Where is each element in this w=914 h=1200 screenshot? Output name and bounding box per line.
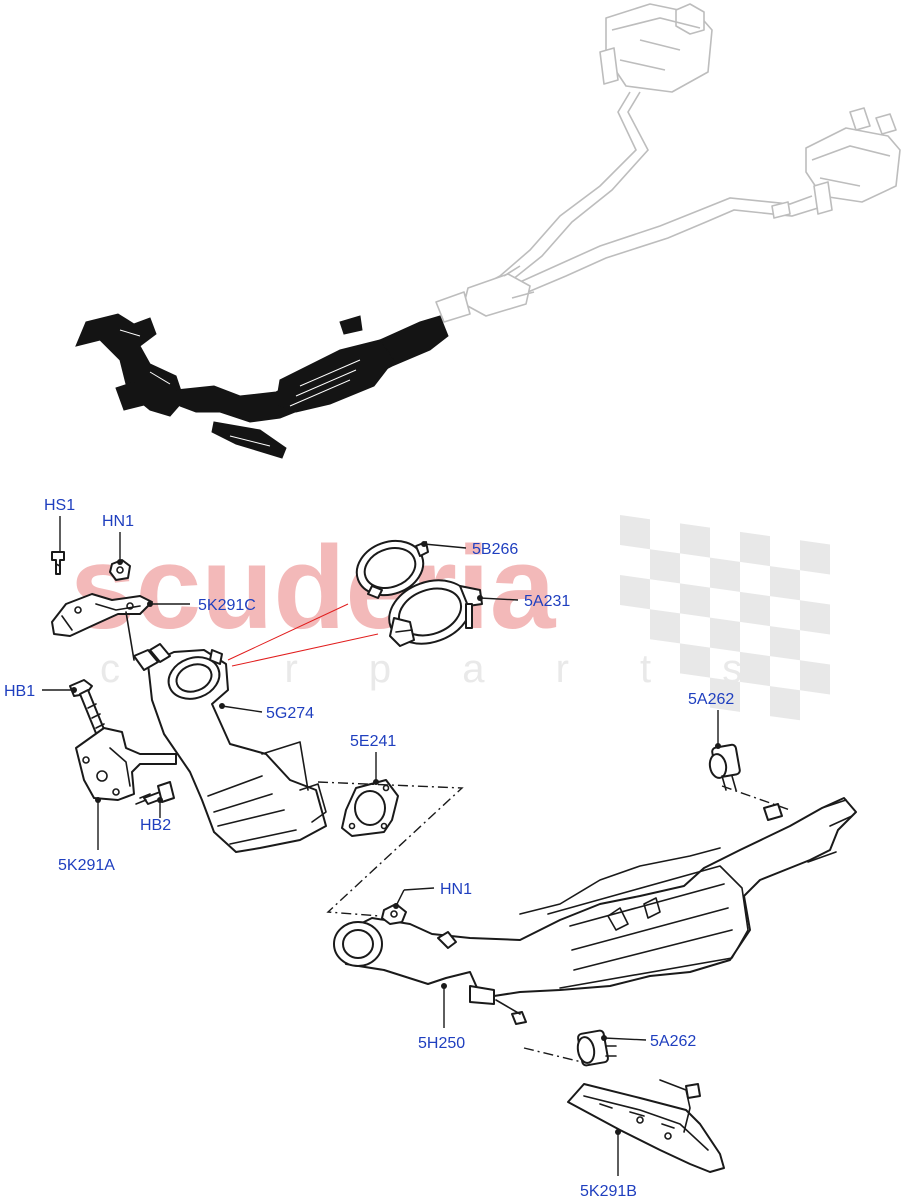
overview-front-section-highlight	[75, 313, 449, 459]
heat-shield-bracket-5k291b	[567, 1079, 725, 1173]
callout-labels: HS1 HN1 5K291C 5B266 5A231 HB1 5G274 5E2…	[4, 497, 734, 1200]
label-5b266: 5B266	[472, 541, 518, 558]
watermark: scuderia c a r p a r t s	[70, 515, 830, 721]
gasket-5b266	[355, 539, 429, 599]
leader-5b266	[423, 543, 467, 549]
overview-rear-silencer-left	[599, 3, 713, 93]
rubber-mount-5a262-top	[708, 743, 741, 791]
overview-rear-silencer-right	[805, 107, 901, 215]
bolt-hb2	[135, 781, 175, 805]
label-5e241: 5E241	[350, 733, 396, 750]
label-5g274: 5G274	[266, 705, 314, 722]
bracket-5k291c	[51, 593, 153, 661]
gasket-5e241	[341, 779, 399, 837]
connector-line-5b266	[227, 603, 349, 661]
leader-hn1-mid	[403, 887, 435, 891]
label-5a231: 5A231	[524, 593, 570, 610]
leader-lines	[42, 516, 721, 1176]
label-5a262-top: 5A262	[688, 691, 734, 708]
catalytic-converter-5g274	[133, 643, 327, 853]
label-hs1: HS1	[44, 497, 75, 514]
leader-5a231	[479, 597, 519, 601]
stud-hs1	[51, 551, 65, 575]
nut-hn1-top	[109, 559, 131, 581]
rubber-mount-5a262-bottom	[576, 1029, 617, 1067]
connector-line-5a231	[231, 633, 379, 667]
leader-5a262-bottom	[603, 1037, 647, 1041]
leader-5g274	[221, 705, 263, 713]
label-hn1-mid: HN1	[440, 881, 472, 898]
checkered-flag-watermark	[620, 515, 830, 721]
overview-tailpipes-ghost	[435, 91, 819, 323]
label-5h250: 5H250	[418, 1035, 465, 1052]
label-hb2: HB2	[140, 817, 171, 834]
watermark-brand: scuderia	[70, 522, 557, 654]
label-hn1-top: HN1	[102, 513, 134, 530]
clamp-5a231	[388, 579, 483, 647]
label-5k291a: 5K291A	[58, 857, 115, 874]
label-5a262-bottom: 5A262	[650, 1033, 696, 1050]
connector-lines	[227, 603, 379, 667]
overview-exhaust-system	[75, 3, 901, 459]
label-5k291b: 5K291B	[580, 1183, 637, 1200]
dpf-assembly-5h250	[333, 797, 857, 1025]
label-hb1: HB1	[4, 683, 35, 700]
label-5k291c: 5K291C	[198, 597, 256, 614]
